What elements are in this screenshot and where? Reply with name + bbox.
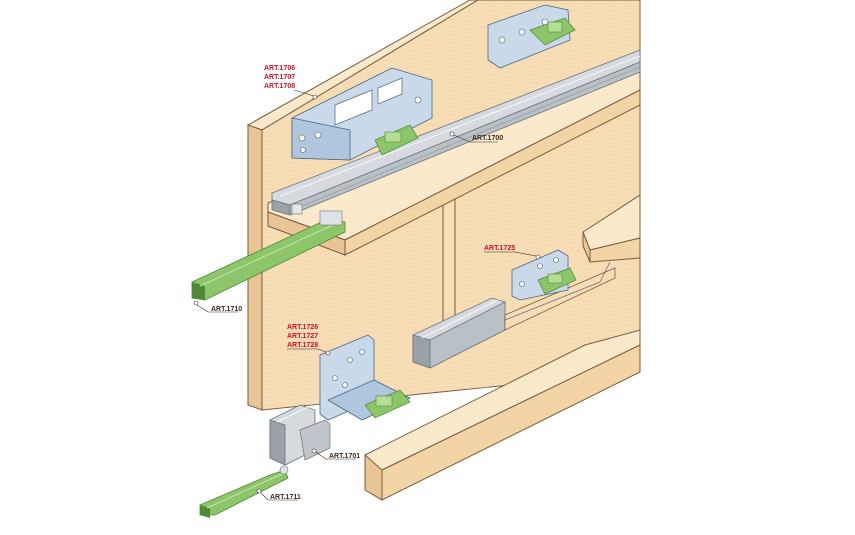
label-art-1706: ART.1706 (264, 65, 295, 72)
label-art-1727: ART.1727 (287, 333, 318, 340)
callout-art-1711: ART.1711 (256, 488, 301, 501)
bottom-bracket-front (319, 334, 411, 421)
leader-line (293, 89, 315, 97)
leader-line (315, 451, 356, 460)
label-art-1700: ART.1700 (472, 135, 503, 142)
top-bracket-back (487, 4, 576, 69)
leader-line (453, 134, 498, 143)
lower-stopper (199, 465, 289, 518)
leader-line (196, 304, 238, 313)
label-art-1701: ART.1701 (329, 453, 360, 460)
callout-art-1725: ART.1725 (484, 245, 541, 260)
upper-stopper (191, 210, 346, 301)
bottom-rail (412, 261, 616, 369)
bottom-bracket-back (511, 249, 577, 301)
top-bracket-front (291, 67, 433, 161)
callout-art-1710: ART.1710 (193, 300, 242, 313)
leader-line (287, 348, 327, 353)
callout-art-1706: ART.1706 ART.1707 ART.1708 (264, 65, 318, 100)
right-door-plank (582, 194, 641, 263)
callout-art-1700: ART.1700 (449, 131, 503, 143)
callout-art-1701: ART.1701 (311, 448, 360, 460)
label-art-1710: ART.1710 (211, 306, 242, 313)
label-art-1728: ART.1728 (287, 342, 318, 349)
label-art-1725: ART.1725 (484, 245, 515, 252)
bottom-shelf (364, 329, 641, 501)
top-rail (271, 49, 641, 216)
short-guide-profile (269, 404, 331, 466)
leader-line (484, 251, 537, 257)
label-art-1726: ART.1726 (287, 324, 318, 331)
leader-line (260, 492, 298, 501)
callout-art-1726: ART.1726 ART.1727 ART.1728 (287, 324, 331, 356)
label-art-1711: ART.1711 (270, 494, 301, 501)
label-art-1708: ART.1708 (264, 83, 295, 90)
label-art-1707: ART.1707 (264, 74, 295, 81)
